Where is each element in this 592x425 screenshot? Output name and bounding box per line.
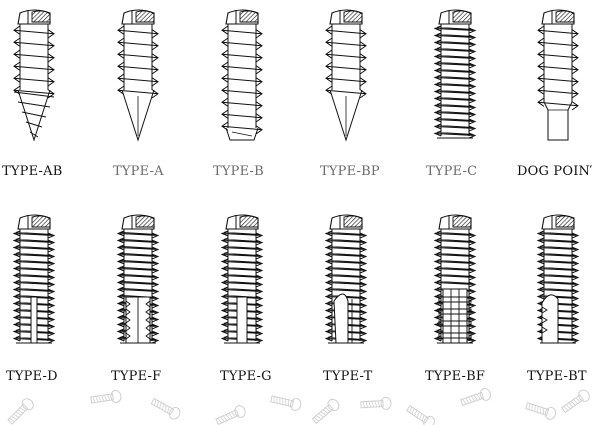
watermark-screw-icon xyxy=(311,398,340,425)
screw-point xyxy=(329,89,363,142)
cutting-slot xyxy=(236,296,248,344)
point-threads xyxy=(13,91,55,138)
screw-bp-drawing xyxy=(325,9,367,142)
screw-head xyxy=(438,9,472,25)
head-hatch xyxy=(452,10,472,23)
screw-bf-drawing xyxy=(433,214,477,344)
screw-head xyxy=(225,9,259,25)
watermark-screw-icon xyxy=(460,388,492,407)
cutaway-flute xyxy=(333,293,349,344)
screw-head xyxy=(329,9,363,25)
screw-head xyxy=(225,214,259,230)
screw-point xyxy=(225,127,259,141)
label-c: TYPE-C xyxy=(426,164,478,179)
watermark-screw-icon xyxy=(360,396,392,410)
serrated-edges xyxy=(125,300,151,340)
thread-lines xyxy=(537,25,579,111)
screw-head xyxy=(17,9,51,25)
screw-head xyxy=(121,9,155,25)
watermark-screw-icon xyxy=(7,398,34,425)
head-hatch xyxy=(31,215,51,228)
label-bp: TYPE-BP xyxy=(320,164,380,179)
label-f: TYPE-F xyxy=(111,369,162,384)
head-hatch xyxy=(452,215,472,228)
thread-lines xyxy=(117,25,159,99)
dog-point-tip xyxy=(543,101,573,141)
screw-head xyxy=(17,214,51,230)
thread-lines xyxy=(433,25,477,139)
screw-c-drawing xyxy=(433,9,477,139)
label-t: TYPE-T xyxy=(323,369,373,384)
screw-head xyxy=(541,9,575,25)
screw-head xyxy=(329,214,363,230)
label-ab: TYPE-AB xyxy=(2,164,63,179)
watermark-screw-icon xyxy=(90,389,122,404)
head-hatch xyxy=(555,10,575,23)
head-hatch xyxy=(343,10,363,23)
thread-lines xyxy=(13,25,55,99)
label-b: TYPE-B xyxy=(213,164,264,179)
screw-g-drawing xyxy=(220,214,264,344)
thread-lines xyxy=(325,25,367,99)
watermark-strip xyxy=(7,388,590,425)
screw-head xyxy=(541,214,575,230)
watermark-screw-icon xyxy=(525,402,557,420)
screw-f-drawing xyxy=(116,214,160,344)
screw-b-drawing xyxy=(221,9,263,141)
screw-a-drawing xyxy=(117,9,159,142)
head-hatch xyxy=(343,215,363,228)
screw-head xyxy=(438,214,472,230)
label-d: TYPE-D xyxy=(6,369,58,384)
watermark-screw-icon xyxy=(561,389,590,414)
screw-t-drawing xyxy=(324,214,368,344)
thread-lines xyxy=(221,25,263,135)
watermark-screw-icon xyxy=(150,397,181,420)
head-hatch xyxy=(239,10,259,23)
head-hatch xyxy=(31,10,51,23)
label-a: TYPE-A xyxy=(113,164,164,179)
cutting-slot xyxy=(30,296,38,344)
head-hatch xyxy=(555,215,575,228)
watermark-screw-icon xyxy=(270,395,302,411)
screw-head xyxy=(121,214,155,230)
screw-d-drawing xyxy=(12,214,56,344)
head-hatch xyxy=(135,10,155,23)
comb-cutter xyxy=(442,288,468,344)
screw-point xyxy=(121,89,155,142)
label-g: TYPE-G xyxy=(220,369,272,384)
label-dog: DOG POINT xyxy=(517,164,592,179)
label-bt: TYPE-BT xyxy=(527,369,587,384)
head-hatch xyxy=(135,215,155,228)
label-bf: TYPE-BF xyxy=(425,369,486,384)
screw-ab-drawing xyxy=(13,9,55,142)
screw-bt-drawing xyxy=(536,214,580,344)
head-hatch xyxy=(239,215,259,228)
watermark-screw-icon xyxy=(215,405,246,425)
screw-dog-drawing xyxy=(537,9,579,141)
watermark-screw-icon xyxy=(406,404,435,425)
